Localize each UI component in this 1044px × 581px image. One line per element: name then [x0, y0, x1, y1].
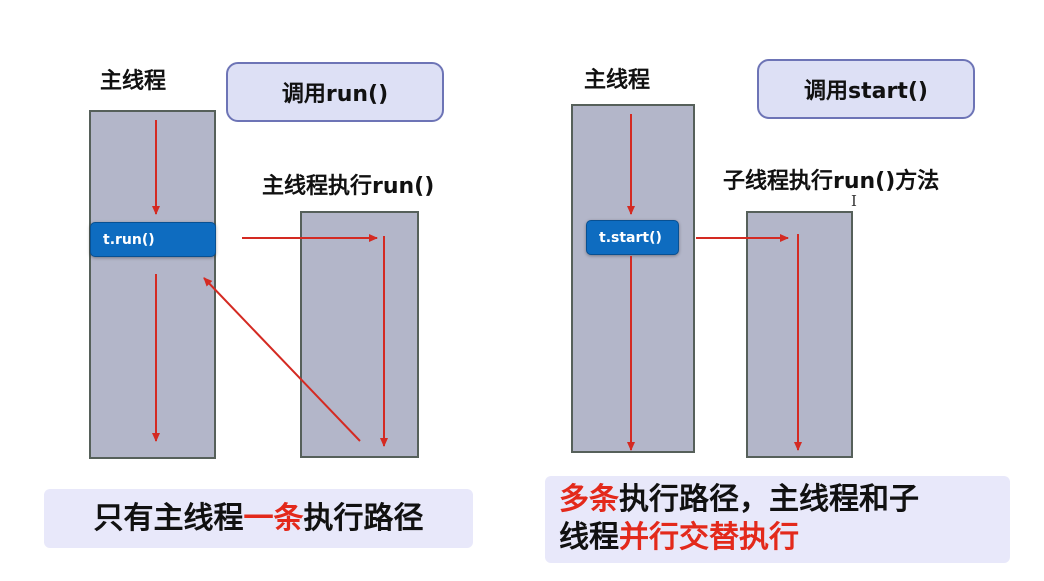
right-summary-note: 多条执行路径，主线程和子 线程并行交替执行 — [545, 476, 1010, 563]
left-main-thread-column — [89, 110, 216, 459]
right-call-start-callout: 调用start() — [757, 59, 975, 119]
t-start-button[interactable]: t.start() — [586, 220, 679, 255]
right-note-line1: 多条执行路径，主线程和子 — [559, 481, 1010, 519]
right-note-highlight1: 多条 — [559, 482, 619, 517]
left-return-arrow — [203, 277, 361, 442]
left-note-highlight: 一条 — [243, 500, 304, 536]
right-note-text1: 执行路径，主线程和子 — [619, 482, 919, 517]
left-sub-column-label: 主线程执行run() — [262, 174, 435, 199]
left-note-suffix: 执行路径 — [303, 500, 424, 536]
t-run-button[interactable]: t.run() — [90, 222, 216, 257]
right-note-line2: 线程并行交替执行 — [559, 519, 1010, 557]
right-note-text2: 线程 — [559, 519, 619, 555]
left-sub-column — [300, 211, 419, 458]
left-note-prefix: 只有主线程 — [93, 500, 244, 536]
right-sub-thread-label: 子线程执行run()方法 — [723, 169, 940, 194]
right-main-thread-column — [571, 104, 695, 453]
left-main-thread-label: 主线程 — [100, 69, 167, 94]
right-sub-thread-column — [746, 211, 853, 458]
left-call-run-callout: 调用run() — [226, 62, 444, 122]
text-cursor-icon: I — [851, 192, 857, 210]
right-main-thread-label: 主线程 — [584, 68, 651, 93]
right-note-highlight2: 并行交替执行 — [619, 519, 799, 555]
left-summary-note: 只有主线程一条执行路径 — [44, 489, 473, 548]
